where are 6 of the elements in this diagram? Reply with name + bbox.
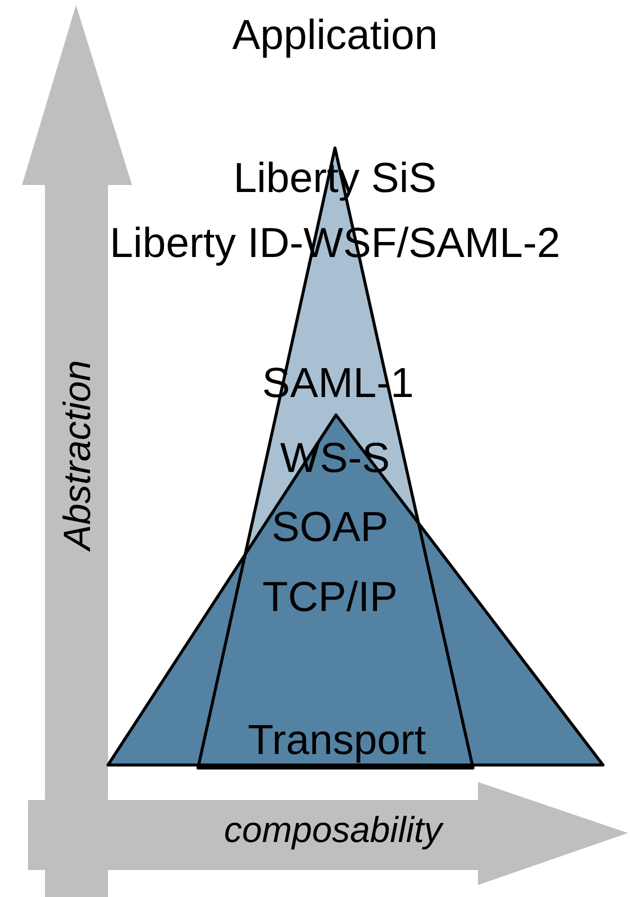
axis-label: composability: [224, 812, 442, 848]
layer-label: Transport: [248, 719, 426, 761]
layer-label: SOAP: [272, 506, 388, 548]
layer-label: TCP/IP: [262, 576, 398, 618]
layer-label: Application: [232, 14, 438, 56]
axis-label: Abstraction: [59, 360, 97, 550]
